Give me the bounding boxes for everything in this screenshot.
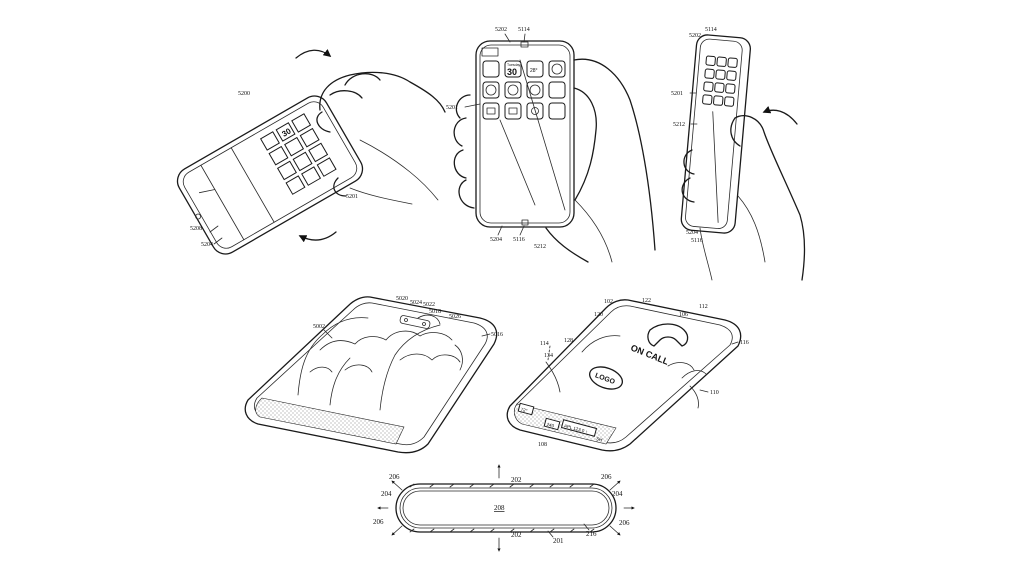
notch-sensors — [399, 315, 431, 329]
rotate-arrow-bottom — [298, 231, 337, 243]
tree-artwork — [297, 314, 463, 411]
phone-body: 30 — [176, 95, 364, 255]
figure-upright-phone: Tuesday 30 28° 5202 5114 5201 5204 — [446, 27, 656, 263]
app-temp-label: 28° — [530, 68, 538, 74]
ref-5202: 5202 — [495, 27, 507, 33]
hand-outline — [681, 115, 806, 281]
ref-116: 116 — [740, 340, 749, 346]
ref-102: 102 — [604, 299, 613, 305]
ref-110: 110 — [710, 390, 719, 396]
ref-202-bottom: 202 — [511, 531, 522, 539]
status-bar-items: 72° 240 APL 123.0 ↑ SH — [517, 402, 603, 443]
ref-120: 120 — [594, 312, 603, 318]
ref-5116: 5116 — [513, 237, 525, 243]
ref-114: 114 — [540, 341, 549, 347]
ref-122: 122 — [642, 298, 651, 304]
ref-5116: 5116 — [691, 238, 703, 244]
ref-208-center: 208 — [494, 504, 505, 512]
ref-5024: 5024 — [410, 300, 422, 306]
phone-body — [244, 296, 498, 454]
stippled-edge — [255, 397, 405, 445]
phone-handset-icon — [647, 323, 689, 347]
ref-5212: 5212 — [534, 244, 546, 250]
ref-206-bottom-left: 206 — [373, 518, 384, 526]
ref-202-top: 202 — [511, 476, 522, 484]
number-240-label: 240 — [546, 422, 555, 429]
ref-206-bottom-right: 206 — [619, 519, 630, 527]
temp-label: 72° — [520, 407, 528, 414]
on-call-label: ON CALL — [629, 343, 670, 367]
rotate-arrow — [762, 106, 798, 125]
arrow-up-left — [391, 480, 403, 491]
ref-5208: 5208 — [190, 226, 202, 232]
phone-body — [680, 34, 751, 234]
ref-5016: 5016 — [491, 332, 503, 338]
hand-outline — [453, 58, 656, 263]
arrow-down-right — [609, 525, 621, 536]
ref-206-top-left: 206 — [389, 473, 400, 481]
app-grid: 30 — [259, 113, 337, 195]
phone-body — [475, 40, 575, 228]
cross-section-outer — [395, 483, 617, 533]
app-day-label: Tuesday — [507, 63, 521, 67]
tree-artwork — [545, 335, 707, 409]
hand-outline — [316, 71, 446, 205]
ref-5020: 5020 — [396, 296, 408, 302]
app-grid — [702, 55, 738, 107]
ref-108: 108 — [538, 442, 547, 448]
ref-5201: 5201 — [446, 105, 458, 111]
phone-body — [506, 299, 742, 452]
ref-5204: 5204 — [490, 237, 502, 243]
ref-5212: 5212 — [673, 122, 685, 128]
ref-5204: 5204 — [201, 242, 213, 248]
ref-5114: 5114 — [518, 27, 530, 33]
figure-perspective-call-phone: ON CALL LOGO 72° 240 APL 123.0 ↑ SH 102 … — [506, 298, 749, 452]
figure-perspective-tree-phone: 5020 5024 5022 5018 5026 5002 5016 — [244, 296, 503, 454]
figure-cross-section: 206 204 206 202 206 204 206 208 202 201 … — [373, 464, 635, 552]
ref-112: 112 — [699, 304, 708, 310]
rotate-arrow-top — [295, 49, 332, 59]
ref-5202: 5202 — [689, 33, 701, 39]
ref-5114: 5114 — [705, 27, 717, 33]
ref-5018: 5018 — [429, 309, 441, 315]
app-date-label: 30 — [507, 67, 517, 77]
ref-128: 128 — [564, 338, 573, 344]
ref-204-right: 204 — [612, 490, 623, 498]
ref-204-left: 204 — [381, 490, 392, 498]
ref-5002: 5002 — [313, 324, 325, 330]
ref-106: 106 — [679, 312, 688, 318]
ref-5201: 5201 — [346, 194, 358, 200]
ref-5022: 5022 — [423, 302, 435, 308]
sh-label: SH — [596, 436, 603, 442]
stock-ticker-label: APL 123.0 ↑ — [563, 423, 588, 434]
arrow-up-right — [609, 480, 621, 491]
ref-5201: 5201 — [671, 91, 683, 97]
arrow-down-left — [391, 525, 403, 536]
ref-216: 216 — [586, 530, 597, 538]
figure-side-phone: 5114 5202 5201 5212 5204 5116 — [671, 27, 806, 281]
figure-tilted-phone: 30 5200 5208 5204 5201 — [176, 49, 446, 255]
ref-206-top-right: 206 — [601, 473, 612, 481]
ref-201: 201 — [553, 537, 564, 545]
ref-5204: 5204 — [686, 230, 698, 236]
app-grid: Tuesday 30 28° — [481, 47, 566, 120]
logo-emblem — [589, 366, 623, 390]
ref-5026: 5026 — [449, 314, 461, 320]
ref-5200: 5200 — [238, 91, 250, 97]
